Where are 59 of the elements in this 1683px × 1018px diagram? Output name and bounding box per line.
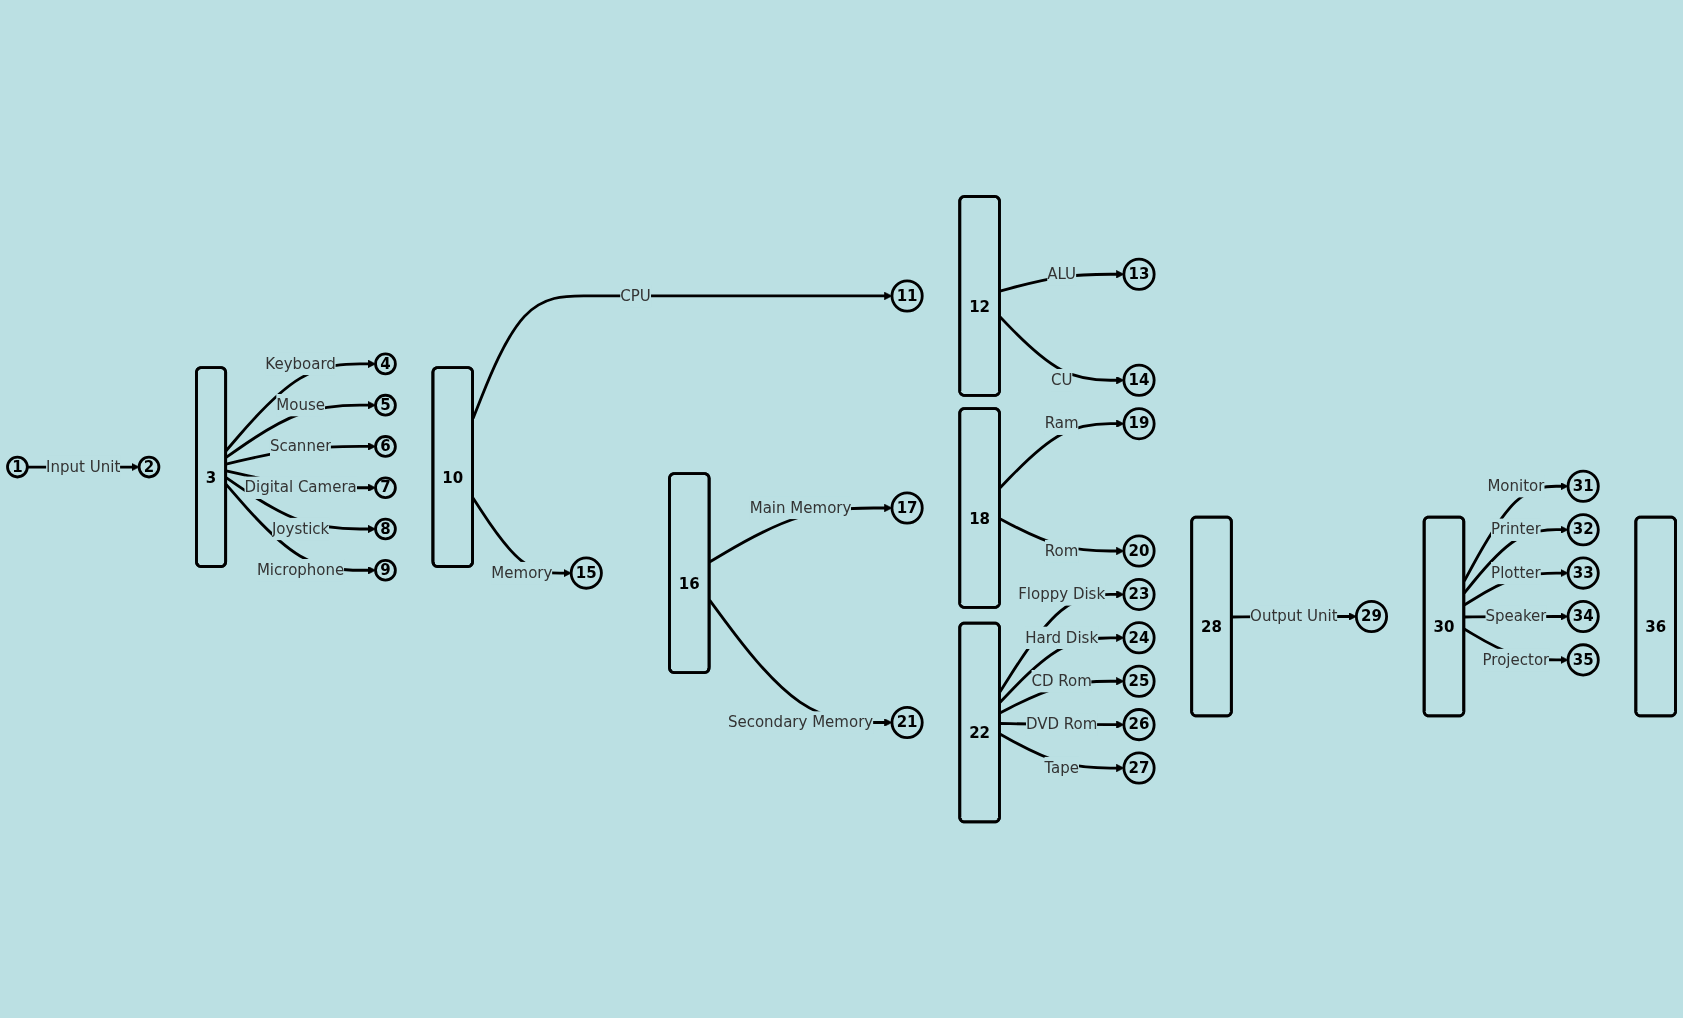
node-circle: 23: [1122, 577, 1156, 611]
arrow: [225, 400, 376, 459]
node-circle: 8: [374, 517, 397, 541]
edge-label: Digital Camera: [244, 478, 357, 496]
edge-label: Scanner: [269, 436, 332, 455]
edge-label: CU: [1050, 370, 1073, 389]
edge-label: ALU: [1047, 264, 1077, 283]
node-circle: 4: [374, 352, 397, 375]
edge-label: Printer: [1490, 520, 1541, 538]
edge-label: Plotter: [1491, 563, 1541, 582]
edge-label: Memory: [491, 563, 553, 582]
edge-label: DVD Rom: [1025, 715, 1098, 733]
node-circle: 26: [1122, 707, 1156, 741]
node-circle: 2: [137, 455, 161, 479]
arrow: [225, 359, 376, 452]
node-circle: 33: [1566, 556, 1600, 590]
edge-label: Input Unit: [46, 457, 121, 476]
edge-label: Joystick: [271, 519, 330, 538]
node-circle: 7: [374, 476, 397, 499]
edge-label: Mouse: [276, 395, 325, 414]
edge-label: Monitor: [1487, 476, 1545, 495]
node-circle: 25: [1122, 664, 1156, 698]
node-circle: 15: [569, 556, 603, 590]
node-circle: 11: [890, 279, 924, 313]
edge-label: Microphone: [256, 560, 345, 579]
edge-label: Secondary Memory: [727, 712, 874, 731]
node-circle: 29: [1354, 599, 1388, 633]
node-circle: 21: [890, 705, 924, 739]
edge-label: Ram: [1044, 414, 1079, 432]
edge-label: CD Rom: [1031, 671, 1092, 690]
arrow: [225, 483, 376, 575]
edge-label: Floppy Disk: [1018, 584, 1106, 603]
node-circle: 20: [1122, 534, 1156, 568]
node-circle: 5: [374, 393, 397, 417]
node-circle: 9: [374, 558, 397, 582]
edge-label: Main Memory: [749, 498, 852, 517]
arrow: [1463, 525, 1569, 594]
edge-label: Hard Disk: [1025, 628, 1099, 647]
node-circle: 32: [1566, 512, 1600, 546]
node-circle: 17: [890, 491, 924, 525]
node-circle: 27: [1122, 751, 1156, 785]
node-circle: 13: [1122, 257, 1156, 291]
edge-label: Keyboard: [265, 354, 336, 373]
edge-label: Output Unit: [1250, 606, 1338, 625]
arrow: [1463, 481, 1569, 582]
node-circle: 19: [1122, 406, 1156, 440]
arrow: [225, 476, 376, 533]
node-circle: 14: [1122, 363, 1156, 397]
edge-label: Projector: [1482, 650, 1550, 669]
node-circle: 34: [1566, 599, 1600, 633]
edge-label: Rom: [1044, 541, 1079, 560]
edge-label: Tape: [1044, 758, 1079, 777]
edge-label: Speaker: [1485, 606, 1547, 625]
edge-label: CPU: [620, 286, 651, 305]
node-circle: 24: [1122, 621, 1156, 655]
node-circle: 35: [1566, 643, 1600, 677]
node-circle: 31: [1566, 469, 1600, 503]
node-circle: 1: [6, 455, 29, 479]
node-circle: 6: [374, 434, 397, 458]
